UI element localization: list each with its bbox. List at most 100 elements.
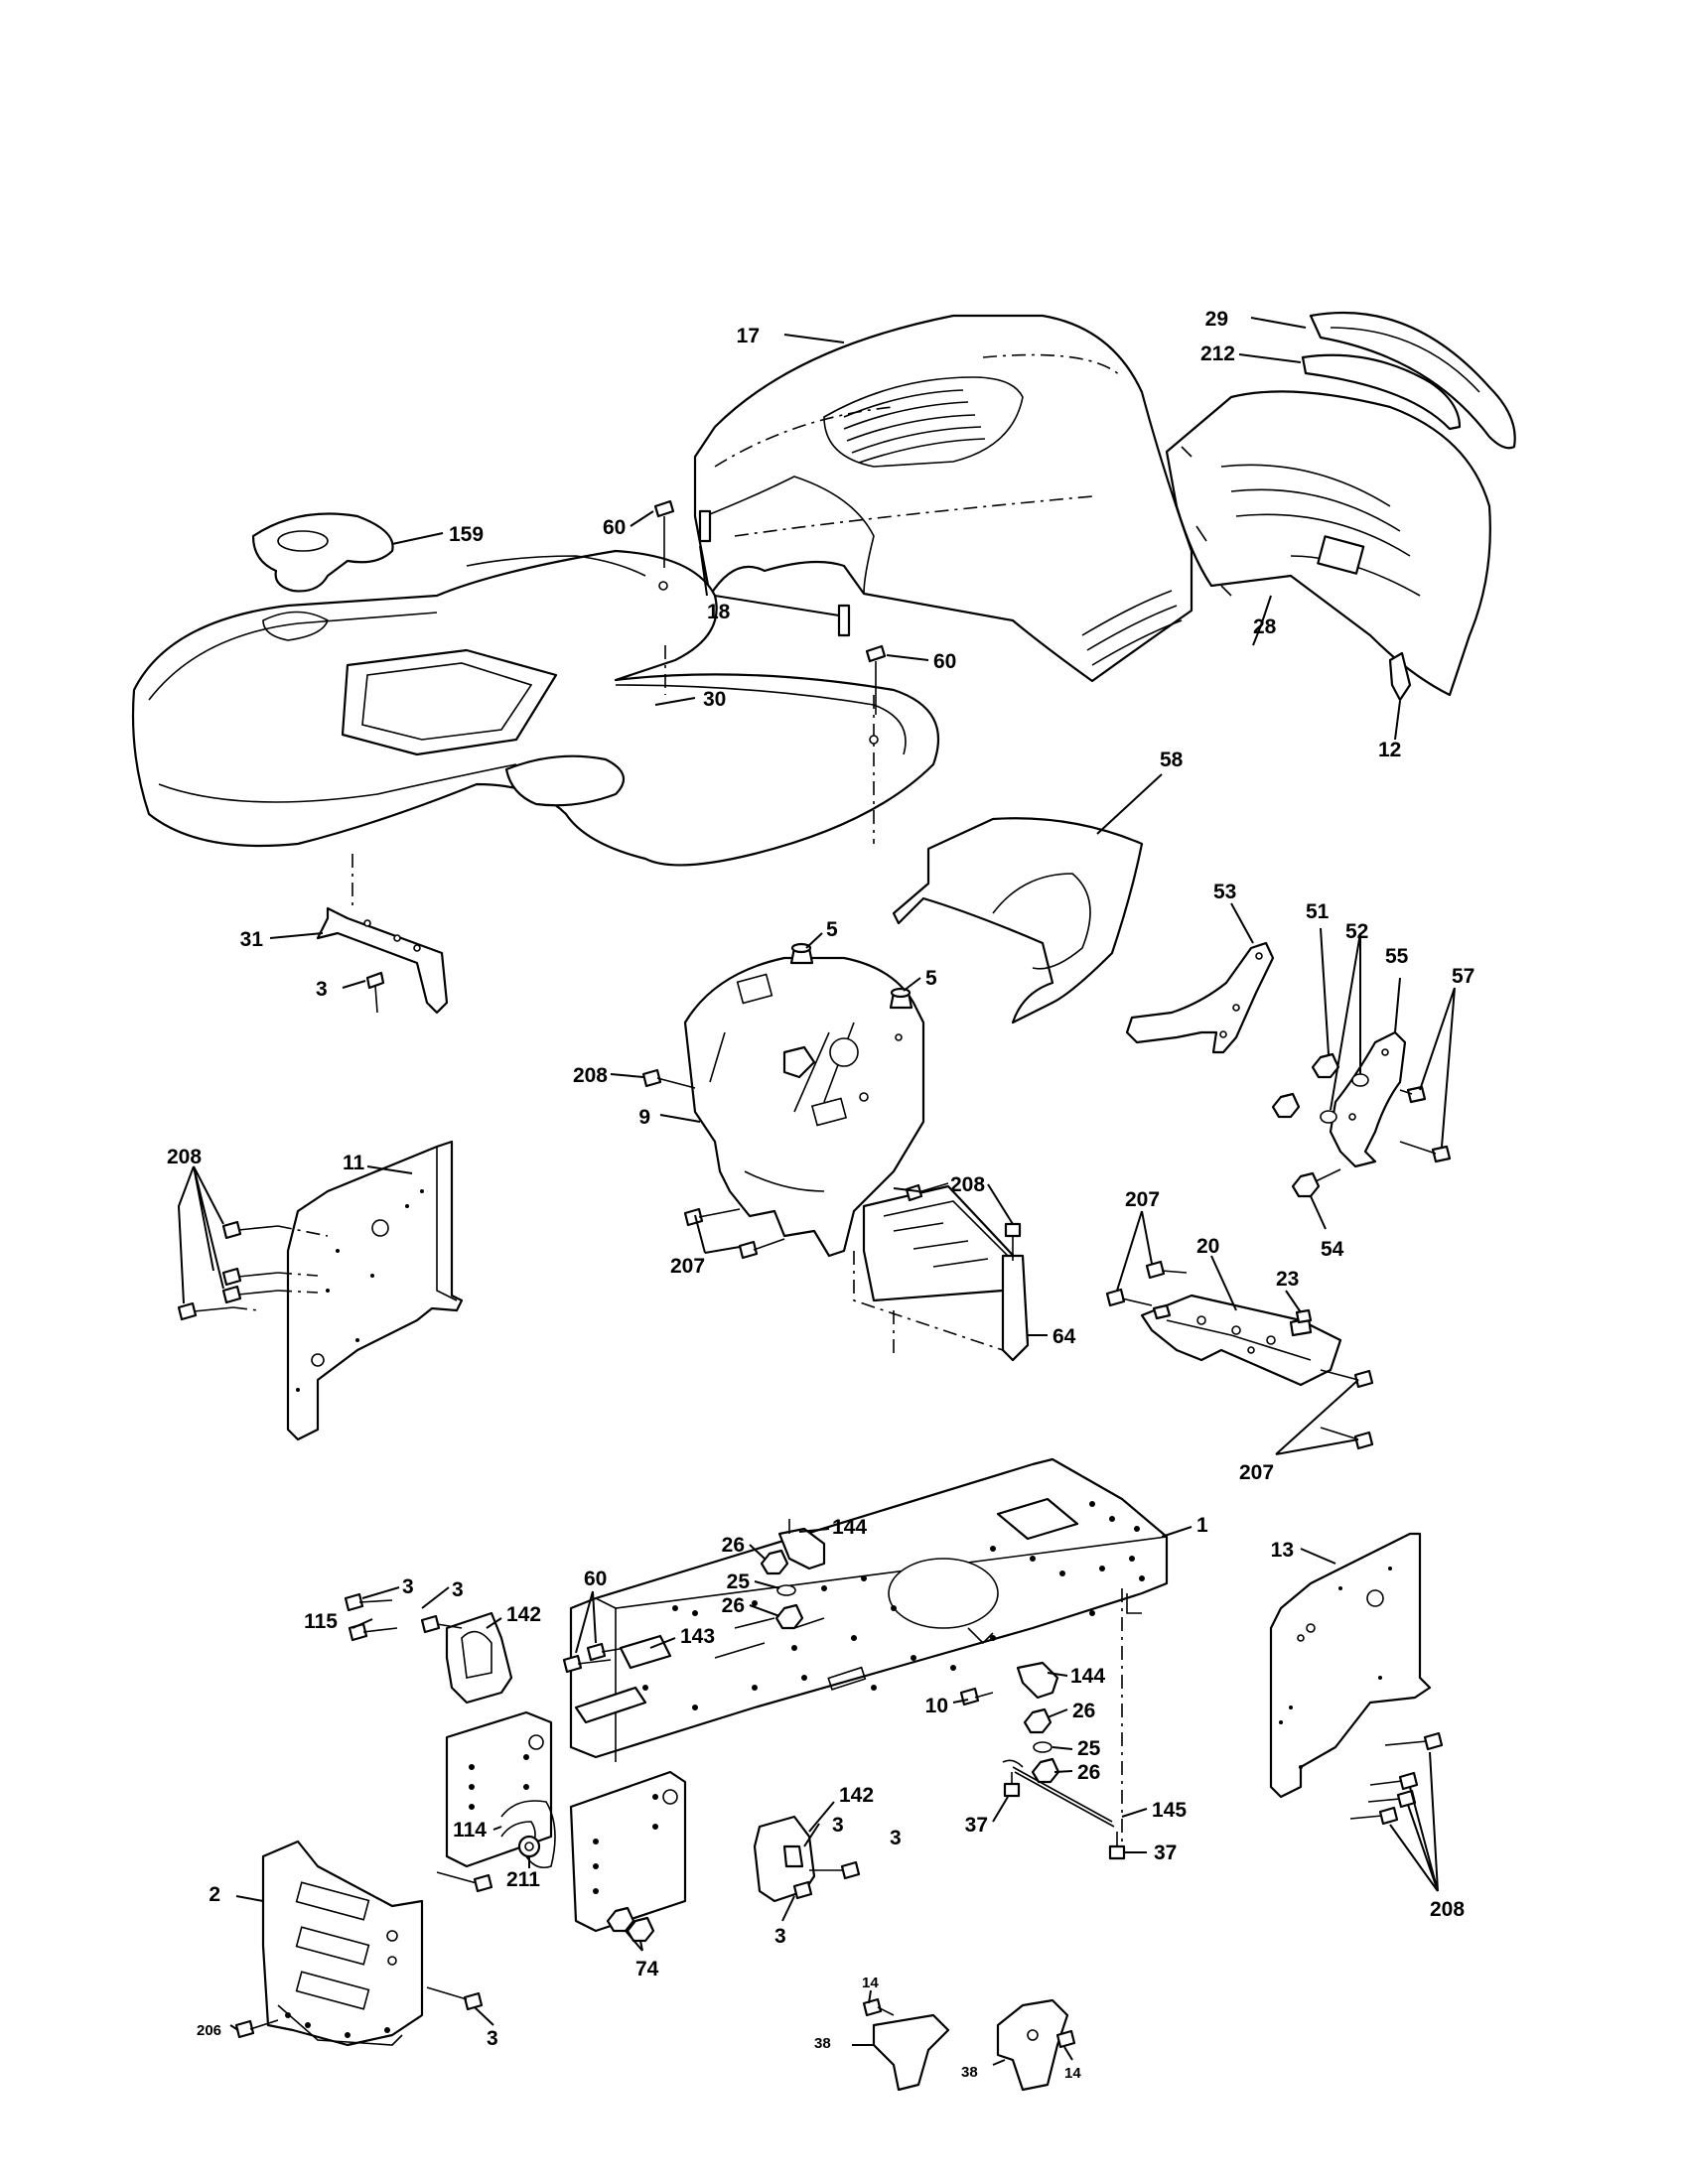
callout-3c: 3: [452, 1578, 464, 1601]
callout-23: 23: [1276, 1268, 1299, 1291]
part-3-bolt-a: [365, 971, 385, 1014]
part-31-bracket: [316, 906, 449, 1015]
part-57-bolts: [1399, 1085, 1452, 1163]
callout-5a: 5: [826, 918, 838, 941]
part-55-plate: [1329, 1030, 1407, 1168]
callout-25b: 25: [1077, 1737, 1101, 1760]
callout-145: 145: [1152, 1799, 1187, 1822]
callout-38a: 38: [814, 2035, 831, 2052]
callout-20: 20: [1196, 1235, 1219, 1258]
callout-207a: 207: [670, 1255, 705, 1278]
callout-37a: 37: [965, 1814, 988, 1837]
part-3-bolts: [344, 1592, 861, 1900]
part-25-washers: [776, 1584, 1052, 1753]
part-38-bracket-a: [872, 2013, 950, 2092]
part-208-bolt-b: [905, 1182, 1022, 1261]
callout-25a: 25: [727, 1570, 751, 1593]
part-11-side-panel: [286, 1140, 464, 1441]
callout-143: 143: [680, 1625, 715, 1648]
callout-208d: 208: [1430, 1898, 1465, 1921]
callout-14a: 14: [862, 1975, 879, 1991]
callout-208c: 208: [167, 1146, 202, 1168]
part-14-bolt-a: [862, 1997, 895, 2017]
callout-2: 2: [209, 1883, 220, 1906]
callout-144b: 144: [1070, 1665, 1105, 1688]
callout-208a: 208: [573, 1064, 608, 1087]
part-208-bolts-c: [177, 1220, 329, 1321]
part-1-frame: [569, 1457, 1169, 1762]
callout-3e: 3: [890, 1827, 902, 1849]
part-64-battery-tray: [853, 1184, 1030, 1362]
part-60-bolt-a: [653, 499, 675, 591]
callout-211: 211: [506, 1868, 540, 1891]
part-145-rod: [1002, 1759, 1115, 1828]
part-17-hood: [693, 314, 1193, 683]
callout-14b: 14: [1064, 2065, 1081, 2082]
part-18-bracket: [698, 509, 851, 637]
callout-5b: 5: [925, 967, 937, 990]
callout-60b: 60: [933, 650, 956, 673]
callout-31: 31: [240, 928, 264, 951]
part-207-bolts-b: [1105, 1260, 1188, 1307]
callout-28: 28: [1253, 615, 1277, 638]
callout-17: 17: [737, 325, 760, 347]
callout-208b: 208: [950, 1173, 985, 1196]
callout-60c: 60: [584, 1568, 607, 1590]
callout-26b: 26: [722, 1594, 745, 1617]
callout-207b: 207: [1125, 1188, 1160, 1211]
callout-3d: 3: [832, 1814, 844, 1837]
part-37-bolts: [1003, 1772, 1126, 1860]
callout-114: 114: [453, 1819, 487, 1842]
part-14-bolt-b: [1055, 2029, 1076, 2049]
callout-53: 53: [1213, 881, 1236, 903]
part-114-clip: [500, 1800, 556, 1869]
part-28-front-grille: [1165, 390, 1491, 697]
callout-11: 11: [343, 1152, 365, 1174]
callout-64: 64: [1052, 1325, 1076, 1348]
part-74-nuts: [606, 1906, 655, 1943]
part-26-nuts: [760, 1549, 1060, 1784]
part-53-lever-bracket: [1125, 941, 1275, 1054]
part-159-cup-holder: [251, 512, 394, 593]
part-208-bolts-d: [1349, 1731, 1444, 1826]
callout-26d: 26: [1077, 1761, 1100, 1784]
frame-rear-plate-right: [569, 1770, 687, 1933]
frame-rear-plate-left: [445, 1710, 553, 1868]
callout-10: 10: [925, 1695, 948, 1717]
callout-26c: 26: [1072, 1700, 1095, 1722]
part-144-bracket-a: [777, 1519, 826, 1570]
leader-lines: [177, 317, 1456, 2066]
part-207-bolts-c: [1320, 1369, 1374, 1450]
part-29-grille-trim: [1309, 312, 1516, 450]
callout-9: 9: [638, 1106, 650, 1129]
part-38-bracket-b: [996, 1998, 1069, 2092]
part-206-bolt: [234, 2019, 279, 2039]
callout-37b: 37: [1154, 1842, 1177, 1864]
callout-30: 30: [703, 688, 726, 711]
callout-57: 57: [1452, 965, 1474, 988]
callout-18: 18: [707, 601, 731, 623]
part-23-bolt: [1295, 1308, 1313, 1324]
callout-55: 55: [1385, 945, 1409, 968]
part-9-dash-panel: [683, 956, 925, 1258]
callout-212: 212: [1200, 342, 1235, 365]
callout-38b: 38: [961, 2064, 978, 2081]
part-54-nut: [1291, 1168, 1341, 1198]
part-12-clip: [1388, 651, 1412, 741]
callout-52: 52: [1345, 920, 1368, 943]
callout-3b: 3: [402, 1575, 414, 1598]
part-10-bolt: [959, 1687, 994, 1706]
callout-144a: 144: [832, 1516, 867, 1539]
callout-142b: 142: [839, 1784, 874, 1807]
callout-3f: 3: [774, 1925, 786, 1948]
part-208-bolt-a: [641, 1068, 696, 1089]
callout-29: 29: [1205, 308, 1228, 331]
callout-115: 115: [304, 1610, 338, 1633]
part-58-belt-cover: [892, 817, 1144, 1024]
leader-18: [351, 645, 875, 908]
callout-1: 1: [1196, 1514, 1208, 1537]
part-2-front-plate: [261, 1840, 424, 2047]
callout-74: 74: [635, 1958, 659, 1980]
callout-3a: 3: [316, 978, 328, 1001]
callout-159: 159: [449, 523, 484, 546]
